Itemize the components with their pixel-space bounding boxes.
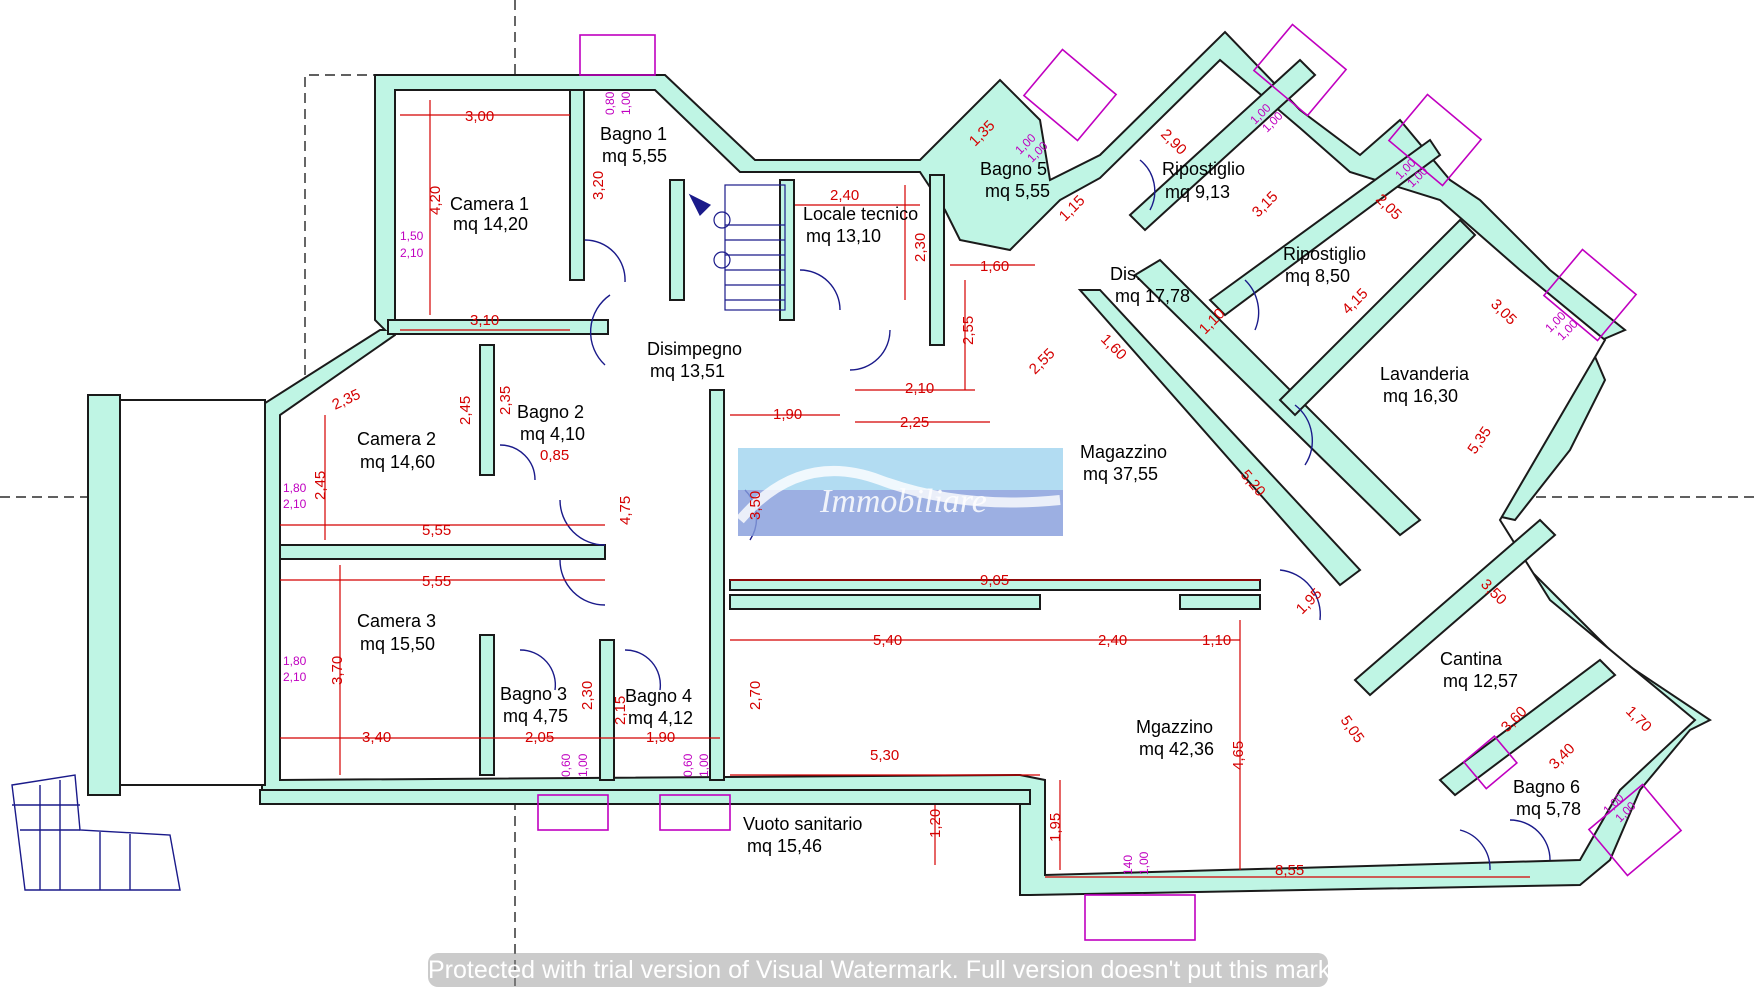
room-name-bagno1: Bagno 1 bbox=[600, 124, 667, 144]
room-area-vuoto-sanitario: mq 15,46 bbox=[747, 836, 822, 856]
window-label: 0,60 bbox=[681, 753, 695, 777]
room-labels: Camera 1 mq 14,20 Bagno 1 mq 5,55 Bagno … bbox=[357, 124, 1581, 856]
room-area-lavanderia: mq 16,30 bbox=[1383, 386, 1458, 406]
room-name-bagno2: Bagno 2 bbox=[517, 402, 584, 422]
dim-label: 3,40 bbox=[362, 729, 391, 746]
dim-label: 4,65 bbox=[1230, 741, 1247, 770]
dim-label: 5,55 bbox=[422, 522, 451, 539]
dim-label: 2,40 bbox=[1098, 632, 1127, 649]
dim-label: 3,50 bbox=[747, 491, 764, 520]
dim-label: 3,20 bbox=[590, 171, 607, 200]
room-area-bagno2: mq 4,10 bbox=[520, 424, 585, 444]
room-area-bagno3: mq 4,75 bbox=[503, 706, 568, 726]
room-area-magazzino: mq 37,55 bbox=[1083, 464, 1158, 484]
trial-watermark-notice: Protected with trial version of Visual W… bbox=[428, 953, 1328, 987]
dim-label: 2,45 bbox=[312, 471, 329, 500]
dim-label: 1,20 bbox=[927, 809, 944, 838]
dim-label: 2,40 bbox=[830, 187, 859, 204]
room-name-magazzino: Magazzino bbox=[1080, 442, 1167, 462]
room-name-lavanderia: Lavanderia bbox=[1380, 364, 1470, 384]
room-area-bagno6: mq 5,78 bbox=[1516, 799, 1581, 819]
room-area-locale-tecnico: mq 13,10 bbox=[806, 226, 881, 246]
internal-stair bbox=[688, 184, 786, 311]
dimension-lines bbox=[280, 100, 1530, 878]
external-stair bbox=[11, 774, 181, 891]
room-name-bagno3: Bagno 3 bbox=[500, 684, 567, 704]
window-label: 1,50 bbox=[400, 229, 424, 243]
room-name-vuoto-sanitario: Vuoto sanitario bbox=[743, 814, 862, 834]
partitions bbox=[259, 58, 1617, 805]
room-name-camera1: Camera 1 bbox=[450, 194, 529, 214]
room-area-camera3: mq 15,50 bbox=[360, 634, 435, 654]
dim-label: 2,25 bbox=[900, 414, 929, 431]
watermark-logo: Immobiliare bbox=[736, 448, 1063, 536]
dim-label: 2,05 bbox=[525, 729, 554, 746]
veranda bbox=[87, 394, 266, 796]
window-label: 1,00 bbox=[1137, 851, 1151, 875]
dim-label: 8,55 bbox=[1275, 862, 1304, 879]
dim-label: 4,75 bbox=[617, 496, 634, 525]
window-label: 1,80 bbox=[283, 481, 307, 495]
dim-label: 2,55 bbox=[960, 316, 977, 345]
dim-label: 3,00 bbox=[465, 108, 494, 125]
dim-label: 9,05 bbox=[980, 572, 1009, 589]
dim-label: 1,60 bbox=[980, 258, 1009, 275]
dim-label: 2,45 bbox=[457, 396, 474, 425]
window-label: 2,10 bbox=[400, 246, 424, 260]
room-name-disimpegno: Disimpegno bbox=[647, 339, 742, 359]
window-label: 140 bbox=[1121, 855, 1135, 875]
room-area-bagno5: mq 5,55 bbox=[985, 181, 1050, 201]
room-name-bagno5: Bagno 5 bbox=[980, 159, 1047, 179]
room-name-dis: Dis. bbox=[1110, 264, 1141, 284]
window-label: 1,80 bbox=[283, 654, 307, 668]
room-name-locale-tecnico: Locale tecnico bbox=[803, 204, 918, 224]
window-label: 1,00 bbox=[619, 91, 633, 115]
room-area-cantina: mq 12,57 bbox=[1443, 671, 1518, 691]
room-name-ripostiglio2: Ripostiglio bbox=[1283, 244, 1366, 264]
watermark-logo-text: Immobiliare bbox=[819, 483, 987, 520]
dim-label: 1,95 bbox=[1047, 813, 1064, 842]
room-area-disimpegno: mq 13,51 bbox=[650, 361, 725, 381]
dim-label: 2,30 bbox=[912, 233, 929, 262]
room-name-camera2: Camera 2 bbox=[357, 429, 436, 449]
room-name-cantina: Cantina bbox=[1440, 649, 1503, 669]
room-area-bagno1: mq 5,55 bbox=[602, 146, 667, 166]
room-area-ripostiglio2: mq 8,50 bbox=[1285, 266, 1350, 286]
window-frames bbox=[537, 23, 1683, 941]
room-area-dis: mq 17,78 bbox=[1115, 286, 1190, 306]
dim-label: 2,10 bbox=[905, 380, 934, 397]
room-name-bagno4: Bagno 4 bbox=[625, 686, 692, 706]
room-area-camera1: mq 14,20 bbox=[453, 214, 528, 234]
room-area-mgazzino: mq 42,36 bbox=[1139, 739, 1214, 759]
window-label: 2,10 bbox=[283, 670, 307, 684]
window-label: 2,10 bbox=[283, 497, 307, 511]
room-area-ripostiglio1: mq 9,13 bbox=[1165, 182, 1230, 202]
room-name-mgazzino: Mgazzino bbox=[1136, 717, 1213, 737]
dim-label: 1,90 bbox=[773, 406, 802, 423]
dim-label: 3,70 bbox=[329, 656, 346, 685]
window-label: 0,60 bbox=[559, 753, 573, 777]
window-label: 1,00 bbox=[576, 753, 590, 777]
dim-label: 1,10 bbox=[1202, 632, 1231, 649]
dim-label: 5,55 bbox=[422, 573, 451, 590]
room-name-ripostiglio1: Ripostiglio bbox=[1162, 159, 1245, 179]
dim-label: 2,70 bbox=[747, 681, 764, 710]
dim-label: 2,30 bbox=[579, 681, 596, 710]
dim-label: 3,10 bbox=[470, 312, 499, 329]
room-area-camera2: mq 14,60 bbox=[360, 452, 435, 472]
dim-label: 2,15 bbox=[612, 696, 629, 725]
dim-label: 2,35 bbox=[497, 386, 514, 415]
window-label: 0,80 bbox=[603, 91, 617, 115]
dim-label: 5,40 bbox=[873, 632, 902, 649]
room-name-bagno6: Bagno 6 bbox=[1513, 777, 1580, 797]
room-name-camera3: Camera 3 bbox=[357, 611, 436, 631]
room-area-bagno4: mq 4,12 bbox=[628, 708, 693, 728]
window-label: 1,00 bbox=[697, 753, 711, 777]
dim-label: 0,85 bbox=[540, 447, 569, 464]
dim-label: 1,90 bbox=[646, 729, 675, 746]
dim-label: 4,20 bbox=[427, 186, 444, 215]
dim-label: 5,30 bbox=[870, 747, 899, 764]
